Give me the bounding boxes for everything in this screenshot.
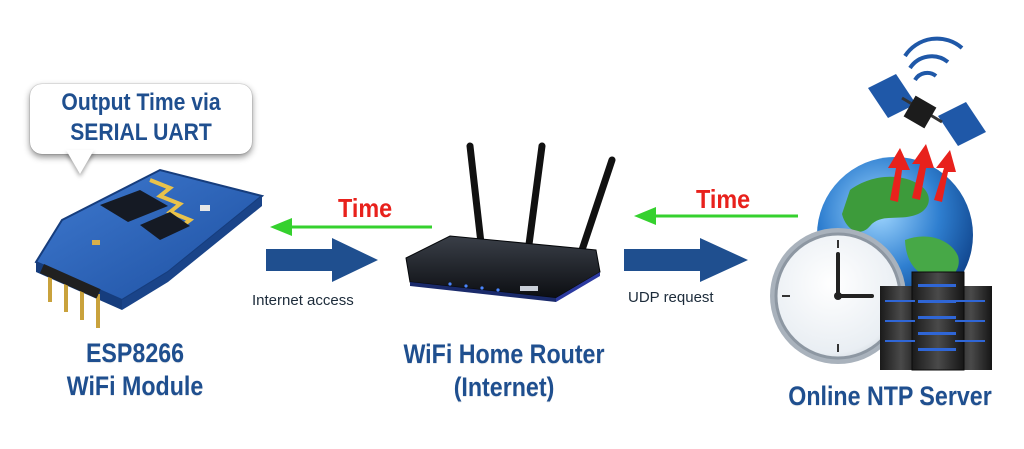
router-caption-line-1: WiFi Home Router xyxy=(403,339,605,369)
router-caption-line-2: (Internet) xyxy=(453,372,555,402)
speech-bubble-text: Output Time via SERIAL UART xyxy=(30,88,252,148)
server-rack-icon xyxy=(880,271,992,371)
module-caption-line-2: WiFi Module xyxy=(66,371,204,401)
server-caption: Online NTP Server xyxy=(778,380,1002,413)
esp8266-board-icon xyxy=(34,168,265,328)
clock-icon xyxy=(770,228,906,364)
speech-bubble-tail xyxy=(66,150,94,174)
module-caption: ESP8266 WiFi Module xyxy=(36,337,234,403)
uplink-arrows-icon xyxy=(888,144,956,202)
udp-request-arrow xyxy=(624,238,748,282)
udp-request-label: UDP request xyxy=(628,289,714,306)
server-caption-line-1: Online NTP Server xyxy=(788,381,992,411)
router-caption: WiFi Home Router (Internet) xyxy=(390,338,617,404)
internet-access-label: Internet access xyxy=(252,292,354,309)
time-arrow-right xyxy=(634,207,798,225)
time-arrow-left xyxy=(270,218,432,236)
satellite-icon xyxy=(868,36,986,146)
internet-access-arrow xyxy=(266,238,378,282)
time-label-left: Time xyxy=(338,193,393,223)
router-icon xyxy=(405,142,616,302)
speech-bubble xyxy=(30,84,252,154)
time-label-right: Time xyxy=(696,184,751,214)
bubble-line-2: SERIAL UART xyxy=(70,119,212,146)
module-caption-line-1: ESP8266 xyxy=(85,338,185,368)
bubble-line-1: Output Time via xyxy=(61,89,221,116)
